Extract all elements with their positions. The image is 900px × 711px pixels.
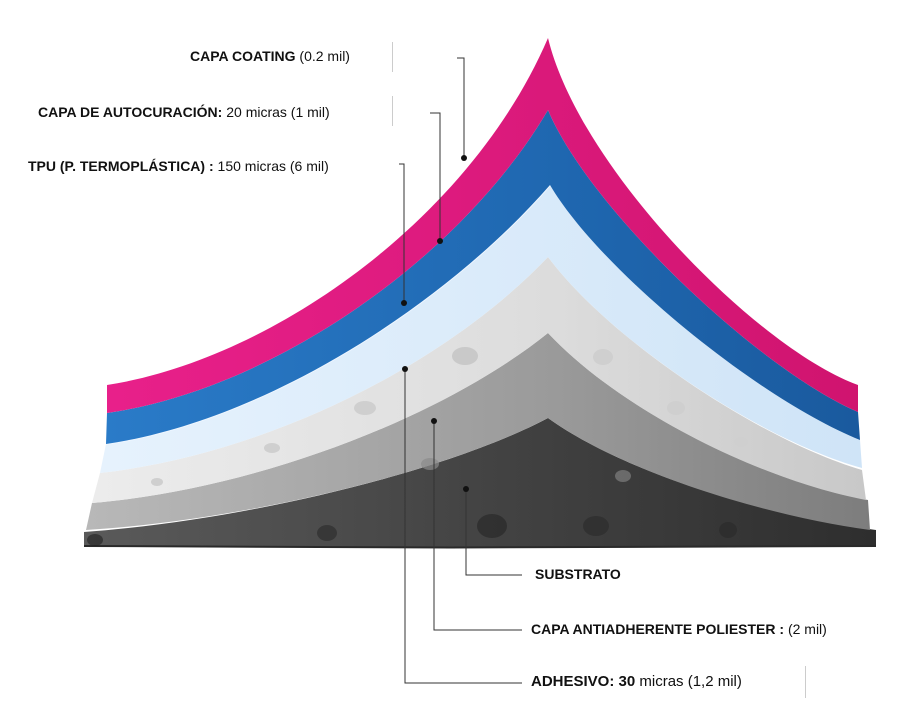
leader-poliester xyxy=(433,421,522,631)
label-poliester-thickness: (2 mil) xyxy=(787,621,827,637)
leader-dots xyxy=(401,155,469,492)
label-adhesivo-thickness: micras (1,2 mil) xyxy=(639,673,742,690)
label-autocuracion: CAPA DE AUTOCURACIÓN: 20 micras (1 mil) xyxy=(38,103,330,121)
label-adhesivo-name: ADHESIVO: xyxy=(531,673,615,690)
dot-autocuracion xyxy=(437,238,443,244)
label-tpu-name: TPU (P. TERMOPLÁSTICA) : xyxy=(28,158,214,174)
label-adhesivo: ADHESIVO: 30 micras (1,2 mil) xyxy=(531,673,742,691)
label-poliester-name: CAPA ANTIADHERENTE POLIESTER : xyxy=(531,621,785,637)
label-autocuracion-name: CAPA DE AUTOCURACIÓN: xyxy=(38,104,223,120)
dot-coating xyxy=(461,155,467,161)
leader-lines xyxy=(399,57,522,684)
dot-adhesivo xyxy=(402,366,408,372)
layer-coating xyxy=(107,38,858,413)
label-substrato-name: SUBSTRATO xyxy=(535,566,621,582)
label-tpu-thickness: 150 micras (6 mil) xyxy=(217,158,329,174)
leader-coating xyxy=(457,57,465,158)
dot-poliester xyxy=(431,418,437,424)
dot-substrato xyxy=(463,486,469,492)
separator-tick xyxy=(392,96,393,126)
label-coating-thickness: (0.2 mil) xyxy=(299,48,350,64)
leader-autocuracion xyxy=(430,112,441,241)
label-adhesivo-value: 30 xyxy=(618,673,636,690)
label-tpu: TPU (P. TERMOPLÁSTICA) : 150 micras (6 m… xyxy=(28,157,329,175)
layer-autocuracion xyxy=(106,110,860,444)
label-coating: CAPA COATING (0.2 mil) xyxy=(190,47,350,65)
leader-adhesivo xyxy=(404,369,522,684)
label-autocuracion-thickness: 20 micras (1 mil) xyxy=(226,104,330,120)
label-poliester: CAPA ANTIADHERENTE POLIESTER : (2 mil) xyxy=(531,620,827,638)
leader-substrato xyxy=(465,489,522,576)
label-coating-name: CAPA COATING xyxy=(190,48,296,64)
layer-substrato xyxy=(83,418,877,549)
label-substrato: SUBSTRATO xyxy=(535,565,621,583)
layer-adhesivo xyxy=(92,257,866,503)
separator-tick xyxy=(392,42,393,72)
separator-tick xyxy=(805,666,806,698)
dot-tpu xyxy=(401,300,407,306)
leader-tpu xyxy=(399,163,405,303)
